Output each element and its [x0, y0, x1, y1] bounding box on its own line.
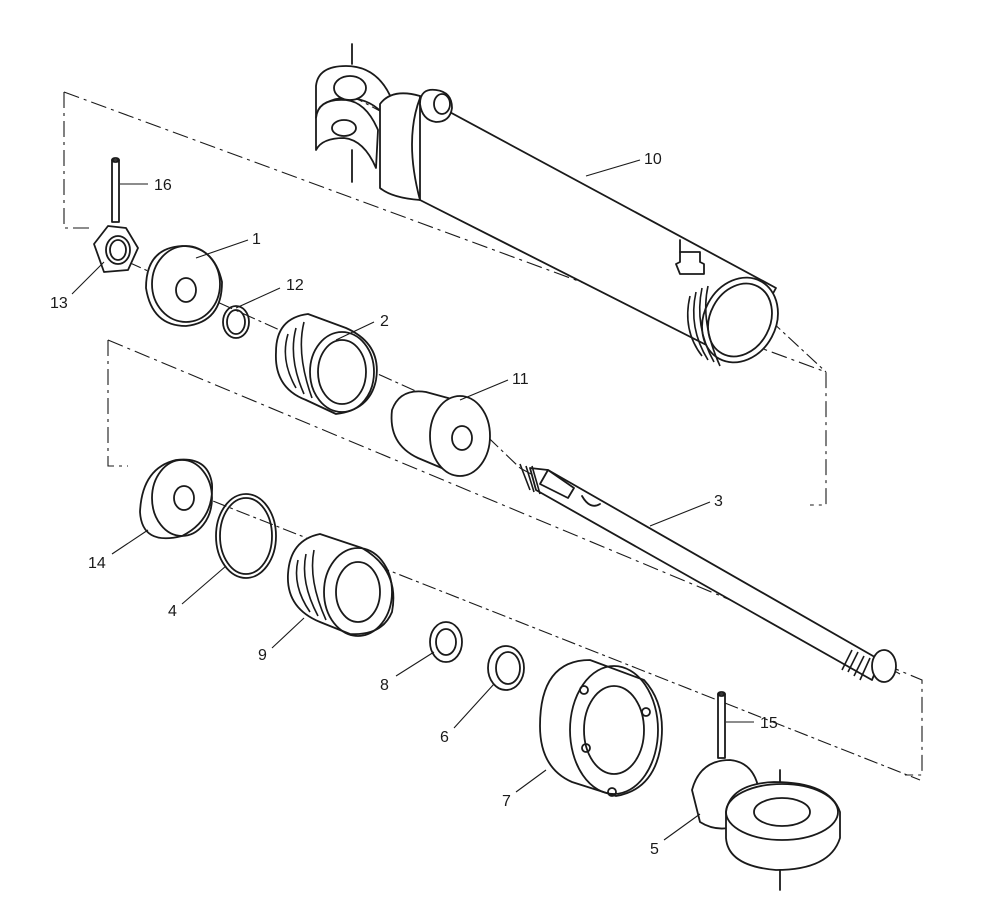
callout-7: 7 — [502, 793, 511, 810]
piston-9 — [287, 533, 395, 637]
callout-12: 12 — [286, 277, 304, 294]
callout-leaders — [71, 159, 754, 841]
hex-nut-13 — [93, 225, 139, 273]
wiper-6 — [487, 645, 525, 691]
pin-16 — [111, 157, 120, 223]
o-ring-4 — [215, 493, 277, 579]
seal-8 — [429, 621, 463, 663]
callout-15: 15 — [760, 715, 778, 732]
cylinder-barrel — [315, 43, 779, 367]
rod-eye-5 — [691, 759, 841, 891]
callout-labels: 16 1 12 2 11 10 3 13 14 4 9 8 6 7 15 5 — [50, 151, 778, 858]
callout-1: 1 — [252, 231, 261, 248]
callout-5: 5 — [650, 841, 659, 858]
callout-16: 16 — [154, 177, 172, 194]
pin-15 — [717, 691, 726, 759]
callout-10: 10 — [644, 151, 662, 168]
callout-9: 9 — [258, 647, 267, 664]
end-cap-7 — [539, 659, 663, 797]
callout-8: 8 — [380, 677, 389, 694]
callout-14: 14 — [88, 555, 106, 572]
piston-rod-3 — [519, 463, 897, 683]
o-ring-12 — [222, 305, 250, 339]
washer-1 — [145, 245, 223, 327]
callout-13: 13 — [50, 295, 68, 312]
gland-11 — [390, 390, 491, 477]
assembly-outline-lower — [107, 339, 923, 776]
callout-11: 11 — [512, 371, 529, 388]
piston-2 — [275, 313, 378, 415]
callout-2: 2 — [380, 313, 389, 330]
callout-4: 4 — [168, 603, 177, 620]
callout-6: 6 — [440, 729, 449, 746]
washer-14 — [139, 458, 213, 540]
assembly-outline-upper — [63, 91, 827, 506]
callout-3: 3 — [714, 493, 723, 510]
